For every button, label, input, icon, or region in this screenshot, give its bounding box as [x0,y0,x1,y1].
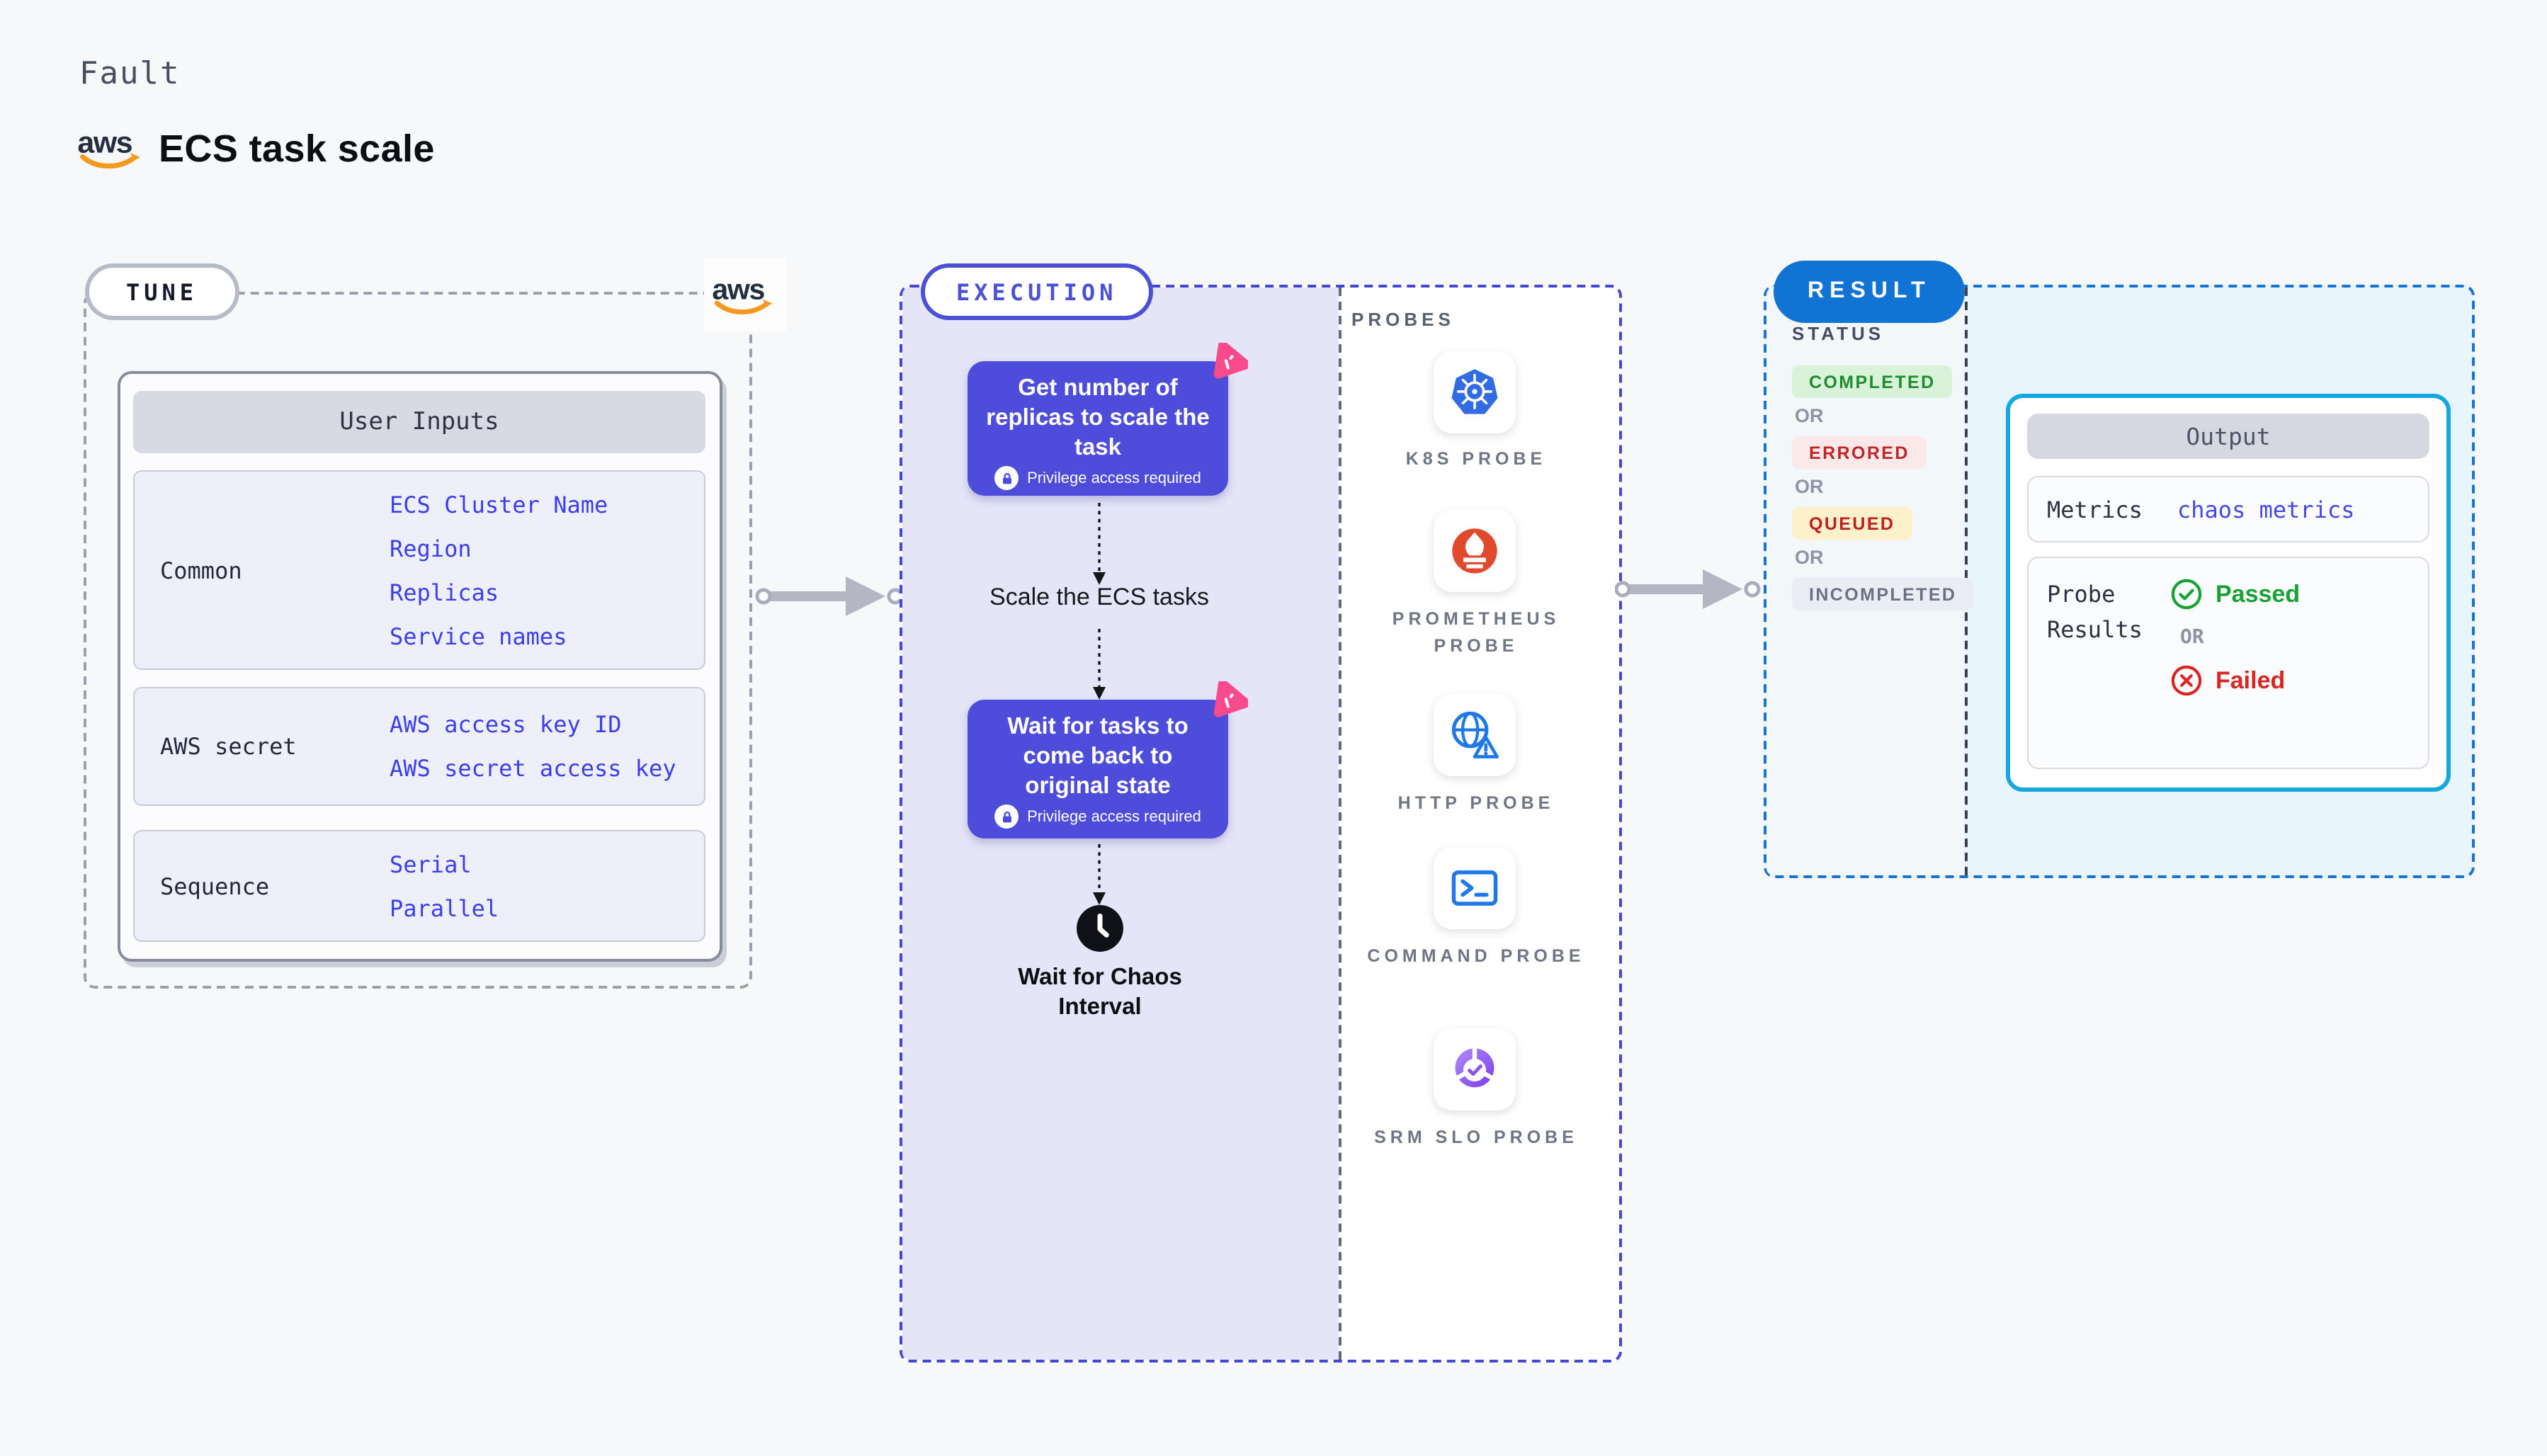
table-row: Metrics chaos metrics [2027,476,2429,542]
privilege-badge-label: Privilege access required [1027,470,1201,487]
input-value: ECS Cluster Name [390,491,608,518]
metrics-value: chaos metrics [2177,496,2355,523]
lock-icon [994,804,1019,829]
x-circle-icon [2171,665,2202,696]
table-row: Sequence Serial Parallel [133,830,705,942]
aws-logo: aws [712,272,773,314]
row-label: Sequence [160,872,270,899]
probe-results-values: Passed OR Failed [2170,578,2300,697]
probe-results-label: Probe Results [2047,581,2143,643]
privilege-badge: Privilege access required [968,804,1228,829]
failed-result: Failed [2170,664,2300,697]
aws-corner-patch: aws [704,258,786,331]
chaos-fault-icon [1213,343,1248,379]
aws-logo: aws [77,126,140,169]
or-separator: OR [1795,547,1824,568]
probe-card-command [1434,847,1516,929]
or-separator: OR [1795,405,1824,426]
probe-card-k8s [1434,351,1516,433]
row-values: ECS Cluster Name Region Replicas Service… [390,482,608,658]
or-separator: OR [2180,626,2204,649]
or-separator: OR [1795,476,1824,497]
table-row: AWS secret AWS access key ID AWS secret … [133,687,705,806]
flow-connector-arrow [1093,844,1106,905]
status-badge: ERRORED [1792,436,1927,469]
probe-label: SRM SLO PROBE [1374,1127,1578,1147]
failed-label: Failed [2216,666,2286,693]
lock-icon [994,466,1019,491]
prometheus-icon [1452,528,1497,574]
input-value: Serial [390,851,472,877]
step-title: Wait for tasks to come back to original … [1007,714,1189,799]
arrow-right-icon [1615,569,1761,609]
status-badge: QUEUED [1792,507,1912,540]
passed-result: Passed [2170,578,2300,610]
table-row: Probe Results Passed OR Failed [2027,557,2429,769]
input-value: AWS secret access key [390,755,676,782]
svg-text:aws: aws [77,126,132,160]
table-row: Common ECS Cluster Name Region Replicas … [133,470,705,670]
page-title: ECS task scale [159,127,435,170]
status-heading: STATUS [1792,323,1885,344]
tune-pill: TUNE [85,263,239,320]
step-node-get-replicas: Get number of replicas to scale the task… [968,343,1248,496]
wait-chaos-interval-label: Wait for Chaos Interval [1018,965,1182,1020]
svg-text:aws: aws [712,272,764,305]
step-node-wait-original-state: Wait for tasks to come back to original … [968,681,1248,838]
kubernetes-icon [1451,369,1498,414]
probe-card-prometheus [1434,510,1516,592]
probe-card-srm-slo [1434,1028,1516,1110]
user-inputs-card: User Inputs Common ECS Cluster Name Regi… [118,371,722,962]
chaos-fault-icon [1213,681,1248,717]
probe-label: COMMAND PROBE [1367,946,1585,966]
clock-icon [1077,905,1123,952]
execution-pill: EXECUTION [921,263,1153,320]
row-values: AWS access key ID AWS secret access key [390,703,676,790]
output-header: Output [2027,414,2429,459]
input-value: Region [390,535,472,562]
input-value: Service names [390,622,567,649]
status-badge: INCOMPLETED [1792,578,1974,610]
tune-section-box [84,292,752,989]
arrow-right-icon [755,576,904,616]
status-badge: COMPLETED [1792,365,1953,398]
check-circle-icon [2171,579,2202,610]
privilege-badge-label: Privilege access required [1027,808,1201,826]
metrics-label: Metrics [2047,496,2143,523]
slo-gauge-check-icon [1455,1047,1494,1088]
probes-heading: PROBES [1351,309,1455,330]
probes-divider [1339,288,1341,1360]
probe-label: K8S PROBE [1405,449,1547,469]
terminal-icon [1451,870,1498,906]
row-label: Common [160,557,242,584]
result-pill: RESULT [1774,261,1965,323]
step-label-scale-tasks: Scale the ECS tasks [989,584,1209,610]
passed-label: Passed [2216,580,2301,607]
flow-connector-arrow [1093,629,1106,700]
fault-kicker: Fault [79,57,181,92]
http-globe-warning-icon [1451,711,1499,758]
probe-card-http [1434,694,1516,776]
user-inputs-header: User Inputs [133,391,705,453]
flow-connector-arrow [1093,503,1106,585]
row-label: AWS secret [160,733,297,760]
row-values: Serial Parallel [390,842,499,930]
probe-label: PROMETHEUS PROBE [1392,609,1560,656]
step-title: Get number of replicas to scale the task [986,375,1210,460]
output-card: Output Metrics chaos metrics Probe Resul… [2006,394,2451,792]
input-value: Replicas [390,579,499,605]
input-value: AWS access key ID [390,711,622,738]
probe-label: HTTP PROBE [1397,793,1555,813]
input-value: Parallel [390,894,499,921]
privilege-badge: Privilege access required [968,466,1228,491]
